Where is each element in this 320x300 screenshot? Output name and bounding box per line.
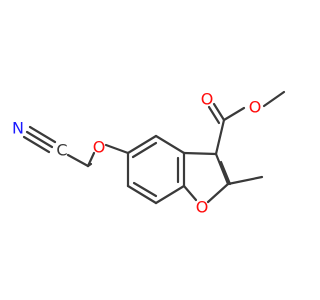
structure-drawing: N C O O O O bbox=[12, 90, 286, 217]
molecule-canvas: N C O O O O bbox=[12, 90, 286, 217]
nitrile-triple-bond bbox=[22, 125, 57, 154]
bond-ch2-to-o bbox=[86, 151, 96, 168]
ether-oxygen-label: O bbox=[93, 138, 106, 157]
nitrile-carbon-label: C bbox=[56, 141, 67, 160]
ester-group bbox=[207, 90, 286, 156]
bond-methyl bbox=[226, 175, 264, 186]
benzene-ring bbox=[126, 134, 186, 205]
bond-ether-o-ring bbox=[104, 143, 130, 155]
carbonyl-oxygen-label: O bbox=[201, 90, 214, 109]
furan-ring bbox=[182, 151, 232, 204]
ester-oxygen-label: O bbox=[249, 98, 262, 117]
furan-oxygen-label: O bbox=[196, 198, 209, 217]
bond-cn-ch2 bbox=[66, 153, 90, 168]
nitrogen-atom-label: N bbox=[12, 119, 24, 138]
